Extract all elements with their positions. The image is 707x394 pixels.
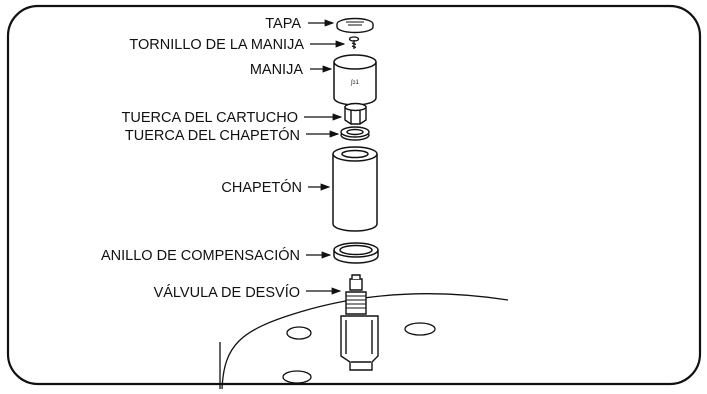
cartridge-nut-part <box>344 102 367 125</box>
label-tapa: TAPA <box>265 16 301 32</box>
label-tuerca-chapeton: TUERCA DEL CHAPETÓN <box>125 127 300 144</box>
cap-part <box>336 17 374 34</box>
label-tuerca-cartucho: TUERCA DEL CARTUCHO <box>122 110 298 126</box>
deck-hole-bottom <box>282 370 312 384</box>
frame-border <box>6 4 702 386</box>
leader-arrows <box>304 19 346 295</box>
diverter-valve-part <box>340 274 379 371</box>
label-valvula: VÁLVULA DE DESVÍO <box>154 284 300 301</box>
deck-hole-left <box>286 326 312 340</box>
handle-part: ʃɔ1 <box>333 54 377 106</box>
screw-part <box>348 36 360 49</box>
svg-text:ʃɔ1: ʃɔ1 <box>350 80 359 86</box>
compensation-ring-part <box>333 242 379 264</box>
escutcheon-nut-part <box>340 126 370 141</box>
deck-hole-right <box>404 322 436 336</box>
escutcheon-part <box>332 146 378 232</box>
tub-deck <box>219 293 509 390</box>
label-anillo: ANILLO DE COMPENSACIÓN <box>101 247 300 264</box>
label-tornillo: TORNILLO DE LA MANIJA <box>129 37 304 53</box>
label-chapeton: CHAPETÓN <box>221 179 302 196</box>
label-manija: MANIJA <box>250 62 304 78</box>
